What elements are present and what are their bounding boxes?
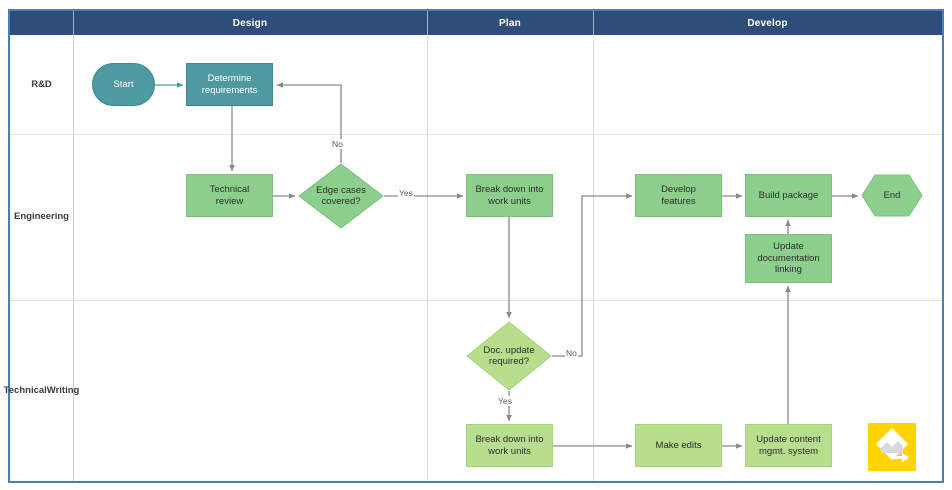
node-update-cms-label-line2: mgmt. system [758,445,819,457]
lane-label-rd[interactable]: R&D [31,78,52,90]
diamond-shape-icon [466,321,552,391]
node-develop-features-label-line2: features [661,195,696,207]
diamond-shape-icon [298,163,384,229]
node-update-cms-label-line1: Update content [756,434,821,446]
node-update-doc-label-line3: linking [775,264,802,276]
edge-label-edge-cases-yes: Yes [398,188,414,198]
node-build-package[interactable]: Build package [745,174,832,217]
node-technical-review-label-line1: Technical [209,184,250,196]
node-break-down-work-units-engineering[interactable]: Break down into work units [466,174,553,217]
header-separator-2 [427,11,428,35]
header-separator-1 [73,11,74,35]
node-break-down-tw-label-line1: Break down into [475,434,544,446]
node-update-doc-label-line2: documentation [757,252,820,264]
node-update-content-mgmt-system[interactable]: Update content mgmt. system [745,424,832,467]
node-edge-cases-covered[interactable]: Edge cases covered? [298,163,384,229]
phase-header-band [10,11,942,35]
header-separator-3 [593,11,594,35]
node-make-edits-label: Make edits [655,439,702,451]
node-make-edits[interactable]: Make edits [635,424,722,467]
grid-hline-engineering-techwriting [10,300,942,301]
node-break-down-tw-label-line2: work units [488,445,531,457]
node-break-down-work-units-technical-writing[interactable]: Break down into work units [466,424,553,467]
node-technical-review[interactable]: Technical review [186,174,273,217]
node-start-label: Start [113,78,134,90]
node-determine-requirements-label-line1: Determine [207,73,252,85]
node-build-package-label: Build package [758,189,819,201]
phase-header-develop[interactable]: Develop [747,17,788,29]
node-develop-features[interactable]: Develop features [635,174,722,217]
edge-label-doc-update-yes: Yes [497,396,513,406]
grid-vline-plan-develop [593,35,594,481]
edge-label-edge-cases-no: No [331,139,344,149]
node-determine-requirements[interactable]: Determine requirements [186,63,273,106]
node-doc-update-required[interactable]: Doc. update required? [466,321,552,391]
node-end-label: End [883,190,901,201]
node-update-documentation-linking[interactable]: Update documentation linking [745,234,832,283]
hexagon-shape-icon [861,174,923,217]
lane-label-engineering[interactable]: Engineering [14,211,69,223]
node-technical-review-label-line2: review [215,195,244,207]
diamond-arrow-icon [876,428,909,462]
node-determine-requirements-label-line2: requirements [201,84,258,96]
node-break-down-eng-label-line1: Break down into [475,184,544,196]
edge-label-doc-update-no: No [565,348,578,358]
phase-header-plan[interactable]: Plan [499,17,521,29]
phase-header-design[interactable]: Design [232,17,268,29]
grid-hline-rd-engineering [10,134,942,135]
node-start[interactable]: Start [92,63,155,106]
grid-vline-design-plan [427,35,428,481]
node-break-down-eng-label-line2: work units [488,195,531,207]
grid-vline-label-column [73,35,74,481]
node-update-doc-label-line1: Update [773,241,804,253]
node-end[interactable]: End [861,174,923,217]
watermark-logo [868,423,916,471]
node-develop-features-label-line1: Develop [661,184,696,196]
